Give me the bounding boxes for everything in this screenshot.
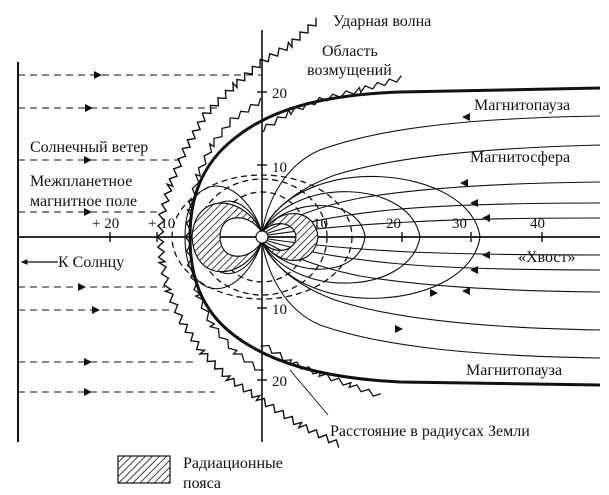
label-solar-wind: Солнечный ветер (30, 139, 148, 156)
label-disturbance-area-2: возмущений (307, 62, 392, 79)
field-line-arrows (395, 113, 490, 333)
tick-tail-10: 10 (313, 216, 328, 232)
tick-tail-30: 30 (452, 216, 467, 232)
distance-leader-line (289, 369, 329, 416)
tick-sun-10: + 10 (148, 216, 175, 232)
solar-wind-lines (18, 74, 262, 393)
solar-wind-arrows (78, 71, 102, 396)
tick-up-20: 20 (272, 86, 287, 102)
magnetopause-line (188, 86, 601, 387)
axis-ticks (109, 91, 543, 381)
lower-wave-line (260, 344, 382, 397)
tick-down-10: 10 (272, 302, 287, 318)
upper-wave-line (262, 75, 402, 133)
label-distance-caption: Расстояние в радиусах Земли (330, 423, 530, 440)
tick-sun-20: + 20 (92, 216, 119, 232)
legend-swatch (117, 455, 171, 484)
radiation-belts (191, 202, 319, 273)
tick-down-20: 20 (272, 374, 287, 390)
label-magnetopause-bottom: Магнитопауза (466, 362, 562, 379)
label-tail: «Хвост» (518, 249, 576, 266)
tick-tail-20: 20 (386, 216, 401, 232)
legend-label-1: Радиационные (183, 455, 283, 472)
label-imf-2: магнитное поле (30, 193, 137, 210)
label-disturbance-area-1: Область (322, 43, 378, 60)
legend-label-2: пояса (183, 475, 221, 492)
tick-up-10: 10 (272, 160, 287, 176)
tick-tail-40: 40 (530, 216, 545, 232)
label-bow-shock: Ударная волна (333, 13, 431, 30)
label-to-sun: К Солнцу (58, 254, 124, 271)
label-magnetopause-top: Магнитопауза (474, 97, 570, 114)
label-imf-1: Межпланетное (30, 173, 132, 190)
label-magnetosphere: Магнитосфера (470, 149, 570, 166)
